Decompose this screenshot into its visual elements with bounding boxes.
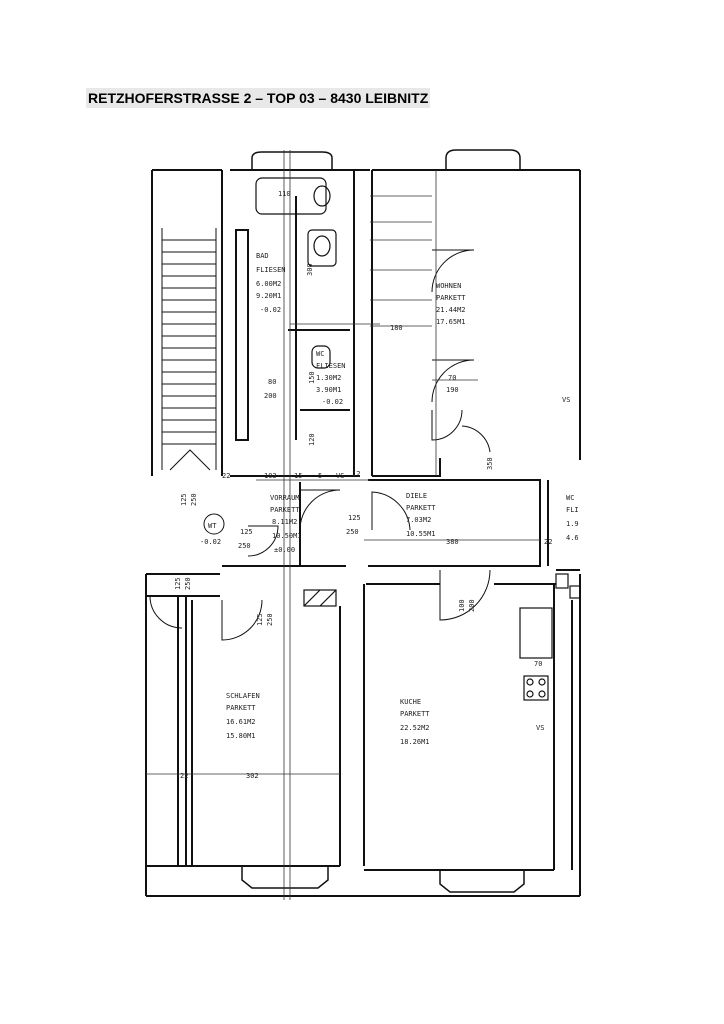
svg-text:4.6: 4.6 [566, 534, 579, 542]
svg-text:350: 350 [486, 457, 494, 470]
svg-text:6.00M2: 6.00M2 [256, 280, 281, 288]
svg-text:12: 12 [352, 470, 360, 478]
svg-text:80: 80 [268, 378, 276, 386]
svg-text:WC: WC [566, 494, 574, 502]
svg-text:70: 70 [448, 374, 456, 382]
svg-text:125: 125 [348, 514, 361, 522]
svg-text:1.30M2: 1.30M2 [316, 374, 341, 382]
svg-text:15.80M1: 15.80M1 [226, 732, 256, 740]
svg-text:190: 190 [446, 386, 459, 394]
svg-text:5: 5 [318, 472, 322, 480]
svg-text:10.55M1: 10.55M1 [406, 530, 436, 538]
svg-text:WC: WC [316, 350, 324, 358]
svg-text:16.61M2: 16.61M2 [226, 718, 256, 726]
svg-text:22: 22 [544, 538, 552, 546]
door-swings [149, 249, 491, 641]
svg-text:PARKETT: PARKETT [226, 704, 256, 712]
svg-text:125: 125 [240, 528, 253, 536]
svg-text:VS: VS [536, 724, 544, 732]
svg-text:-0.02: -0.02 [322, 398, 343, 406]
svg-text:150: 150 [308, 371, 316, 384]
staircase [161, 228, 217, 471]
room-kueche: KUCHE PARKETT 22.52M2 18.26M1 [400, 698, 430, 746]
room-wc: WC FLIESEN 1.30M2 3.90M1 -0.02 [316, 350, 346, 406]
svg-text:125: 125 [174, 577, 182, 590]
svg-text:302: 302 [246, 772, 259, 780]
svg-text:380: 380 [446, 538, 459, 546]
svg-text:WT: WT [208, 522, 217, 530]
svg-text:250: 250 [184, 577, 192, 590]
svg-text:200: 200 [264, 392, 277, 400]
svg-text:8.11M2: 8.11M2 [272, 518, 297, 526]
svg-text:VS: VS [336, 472, 344, 480]
svg-text:125: 125 [256, 613, 264, 626]
svg-text:120: 120 [308, 433, 316, 446]
dimension-labels: 110 300 180 70 190 80 200 150 120 22 103… [174, 190, 570, 780]
svg-text:PARKETT: PARKETT [400, 710, 430, 718]
svg-text:103: 103 [264, 472, 277, 480]
svg-text:1.9: 1.9 [566, 520, 579, 528]
page-title: RETZHOFERSTRASSE 2 – TOP 03 – 8430 LEIBN… [86, 88, 431, 108]
svg-text:±0.00: ±0.00 [274, 546, 295, 554]
svg-text:DIELE: DIELE [406, 492, 427, 500]
room-vorraum: VORRAUM PARKETT 8.11M2 10.50M1 ±0.00 [270, 494, 302, 554]
svg-text:7.03M2: 7.03M2 [406, 516, 431, 524]
svg-text:22: 22 [222, 472, 230, 480]
svg-text:FLIESEN: FLIESEN [256, 266, 286, 274]
svg-text:22.52M2: 22.52M2 [400, 724, 430, 732]
svg-text:15: 15 [294, 472, 302, 480]
svg-text:PARKETT: PARKETT [270, 506, 300, 514]
svg-text:9.20M1: 9.20M1 [256, 292, 281, 300]
svg-text:250: 250 [238, 542, 251, 550]
svg-text:250: 250 [190, 493, 198, 506]
svg-text:22: 22 [180, 772, 188, 780]
room-schlafen: SCHLAFEN PARKETT 16.61M2 15.80M1 [226, 692, 260, 740]
svg-text:17.65M1: 17.65M1 [436, 318, 466, 326]
svg-text:SCHLAFEN: SCHLAFEN [226, 692, 260, 700]
svg-text:21.44M2: 21.44M2 [436, 306, 466, 314]
svg-text:WOHNEN: WOHNEN [436, 282, 461, 290]
svg-text:300: 300 [306, 263, 314, 276]
window-bumps [241, 149, 525, 893]
svg-text:FLIESEN: FLIESEN [316, 362, 346, 370]
room-diele: DIELE PARKETT 7.03M2 10.55M1 [406, 492, 436, 538]
svg-text:VS: VS [562, 396, 570, 404]
exterior-walls [145, 169, 581, 897]
svg-text:PARKETT: PARKETT [436, 294, 466, 302]
svg-text:-0.02: -0.02 [260, 306, 281, 314]
room-wc-right: WC FLI 1.9 4.6 [566, 494, 579, 542]
svg-text:200: 200 [468, 599, 476, 612]
svg-text:250: 250 [346, 528, 359, 536]
svg-text:250: 250 [266, 613, 274, 626]
svg-text:70: 70 [534, 660, 542, 668]
svg-text:VORRAUM: VORRAUM [270, 494, 300, 502]
svg-text:3.90M1: 3.90M1 [316, 386, 341, 394]
svg-text:PARKETT: PARKETT [406, 504, 436, 512]
interior-walls [146, 170, 580, 871]
room-bad: BAD FLIESEN 6.00M2 9.20M1 -0.02 [256, 252, 286, 314]
svg-text:BAD: BAD [256, 252, 269, 260]
svg-text:10.50M1: 10.50M1 [272, 532, 302, 540]
svg-text:125: 125 [180, 493, 188, 506]
dimension-lines [146, 150, 540, 900]
svg-text:FLI: FLI [566, 506, 579, 514]
svg-text:18.26M1: 18.26M1 [400, 738, 430, 746]
svg-text:110: 110 [278, 190, 291, 198]
bath-fixtures [255, 177, 581, 701]
svg-text:100: 100 [458, 599, 466, 612]
svg-text:KUCHE: KUCHE [400, 698, 421, 706]
svg-text:-0.02: -0.02 [200, 538, 221, 546]
svg-text:180: 180 [390, 324, 403, 332]
room-wohnen: WOHNEN PARKETT 21.44M2 17.65M1 [436, 282, 466, 326]
